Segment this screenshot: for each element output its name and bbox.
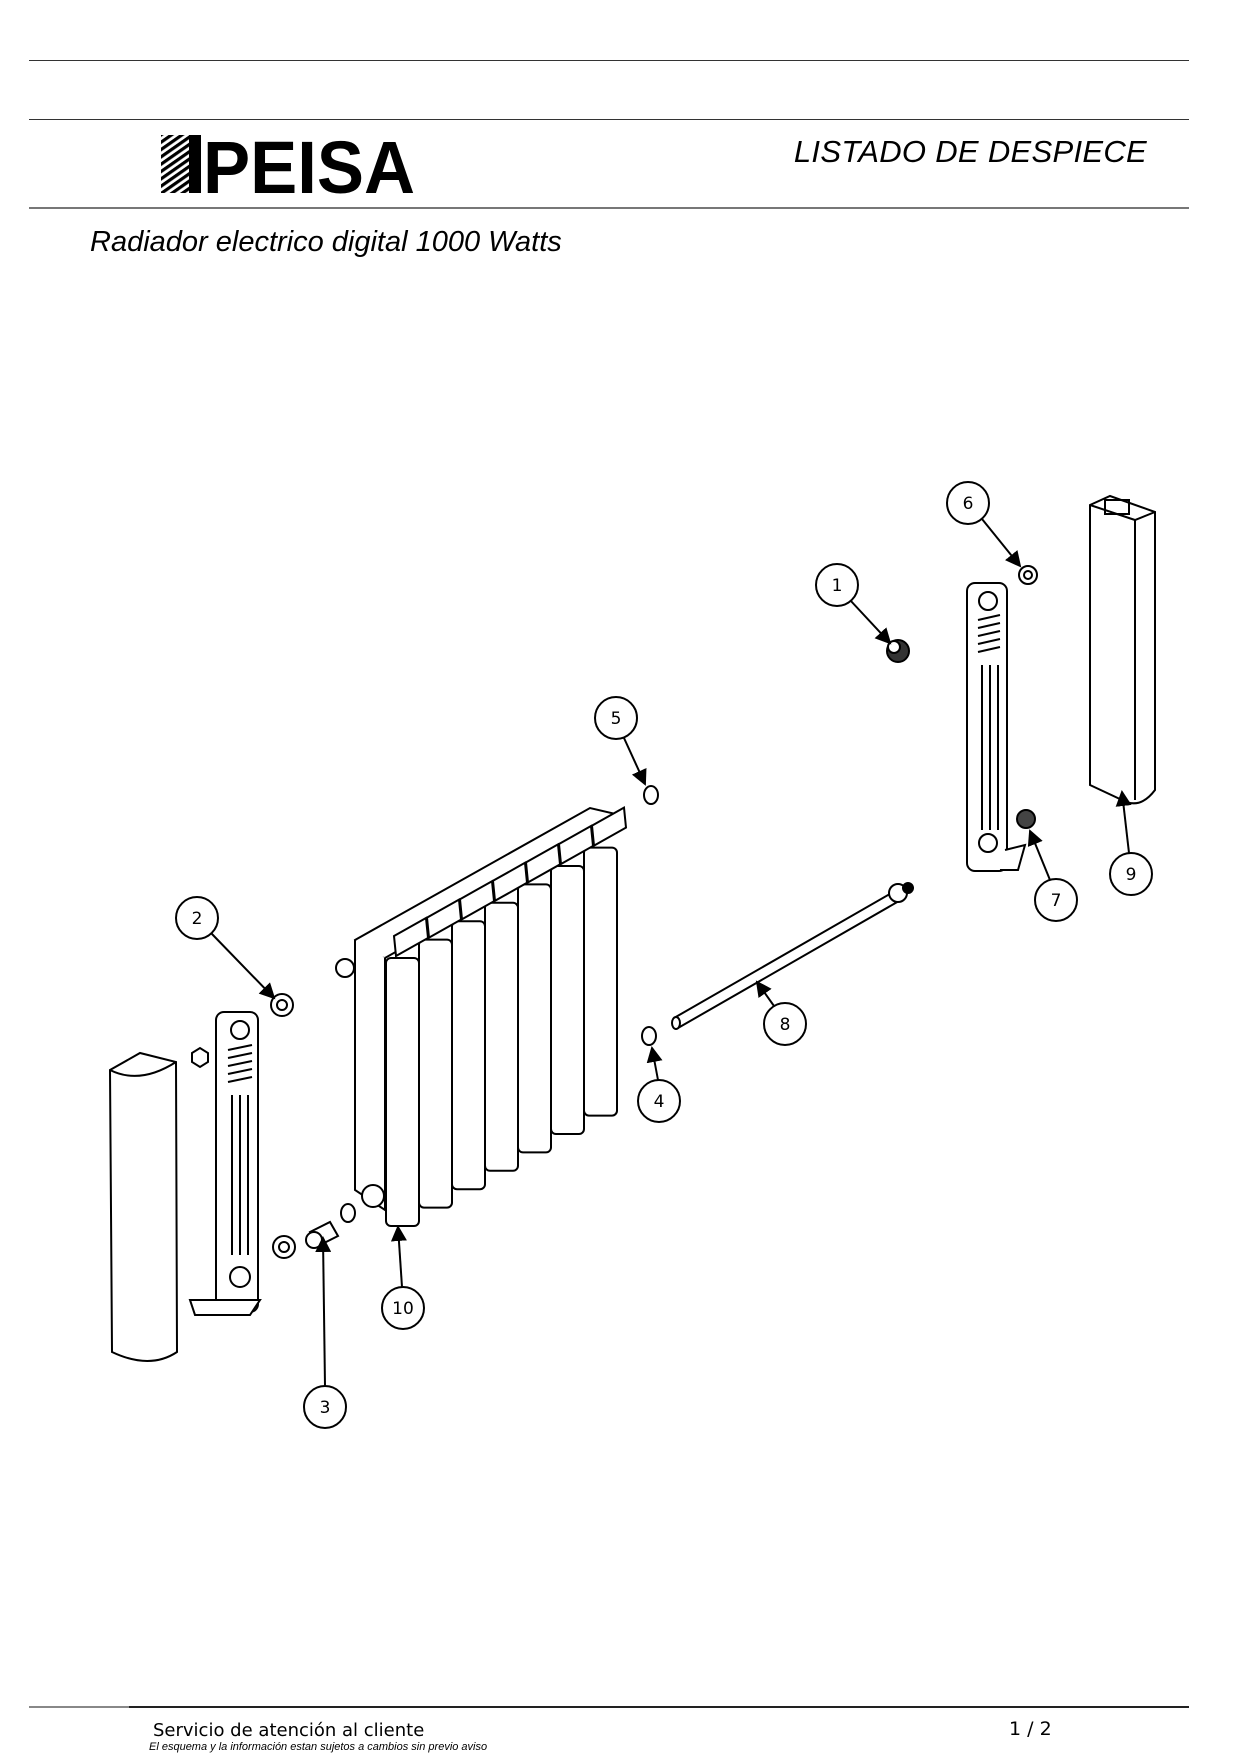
callout-6: 6 xyxy=(946,481,1022,568)
radiator-fin-top xyxy=(425,897,463,940)
peisa-logo: PEISA xyxy=(161,133,415,195)
disclaimer-note: El esquema y la información estan sujeto… xyxy=(149,1741,488,1753)
radiator-fin xyxy=(583,846,618,1117)
callout-4: 4 xyxy=(637,1046,681,1123)
radiator-fin xyxy=(550,865,585,1135)
radiator-port-bottom xyxy=(361,1184,385,1208)
callout-1: 1 xyxy=(815,563,892,645)
svg-text:6: 6 xyxy=(963,494,974,514)
svg-text:4: 4 xyxy=(654,1092,665,1112)
radiator-fin xyxy=(385,957,420,1227)
radiator-fin-top xyxy=(557,824,595,866)
radiator-fin-top xyxy=(392,916,430,958)
radiator-fin xyxy=(451,920,486,1191)
document-title: LISTADO DE DESPIECE xyxy=(793,134,1147,169)
radiator-fin xyxy=(418,938,453,1209)
svg-text:7: 7 xyxy=(1051,891,1062,911)
callout-3: 3 xyxy=(303,1236,347,1429)
radiator-fin-top xyxy=(491,861,529,903)
radiator-fin xyxy=(517,883,552,1154)
callout-5: 5 xyxy=(594,696,647,786)
callout-7: 7 xyxy=(1027,829,1078,922)
radiator-fin-top xyxy=(590,805,628,848)
left-end-cover xyxy=(108,1051,179,1362)
header-bottom-rule xyxy=(29,207,1189,209)
header-top-rule xyxy=(29,119,1189,120)
svg-text:10: 10 xyxy=(392,1299,414,1319)
left-end-section xyxy=(188,1011,262,1316)
page-number: 1 / 2 xyxy=(1009,1718,1052,1740)
callout-10: 10 xyxy=(381,1225,425,1330)
radiator-fin-top xyxy=(524,842,562,885)
radiator-port-top xyxy=(335,958,355,978)
footer-rule xyxy=(29,1706,1189,1708)
svg-text:1: 1 xyxy=(832,576,843,596)
svg-text:3: 3 xyxy=(320,1398,331,1418)
customer-service-label: Servicio de atención al cliente xyxy=(153,1720,425,1741)
product-name: Radiador electrico digital 1000 Watts xyxy=(90,226,562,258)
svg-text:8: 8 xyxy=(780,1015,791,1035)
brand-name: PEISA xyxy=(203,133,415,195)
heating-rod xyxy=(671,882,914,1030)
svg-text:2: 2 xyxy=(192,909,203,929)
callout-8: 8 xyxy=(755,980,807,1046)
callout-2: 2 xyxy=(175,896,276,1000)
callout-9: 9 xyxy=(1109,790,1153,896)
radiator-fin xyxy=(484,901,519,1172)
radiator-side xyxy=(354,940,386,1212)
right-end-section xyxy=(966,582,1027,872)
top-rule xyxy=(29,60,1189,61)
svg-text:5: 5 xyxy=(611,709,622,729)
svg-text:9: 9 xyxy=(1126,865,1137,885)
radiator-fin-top xyxy=(458,879,496,921)
right-end-cover xyxy=(1089,494,1156,805)
radiator-body xyxy=(335,805,628,1227)
